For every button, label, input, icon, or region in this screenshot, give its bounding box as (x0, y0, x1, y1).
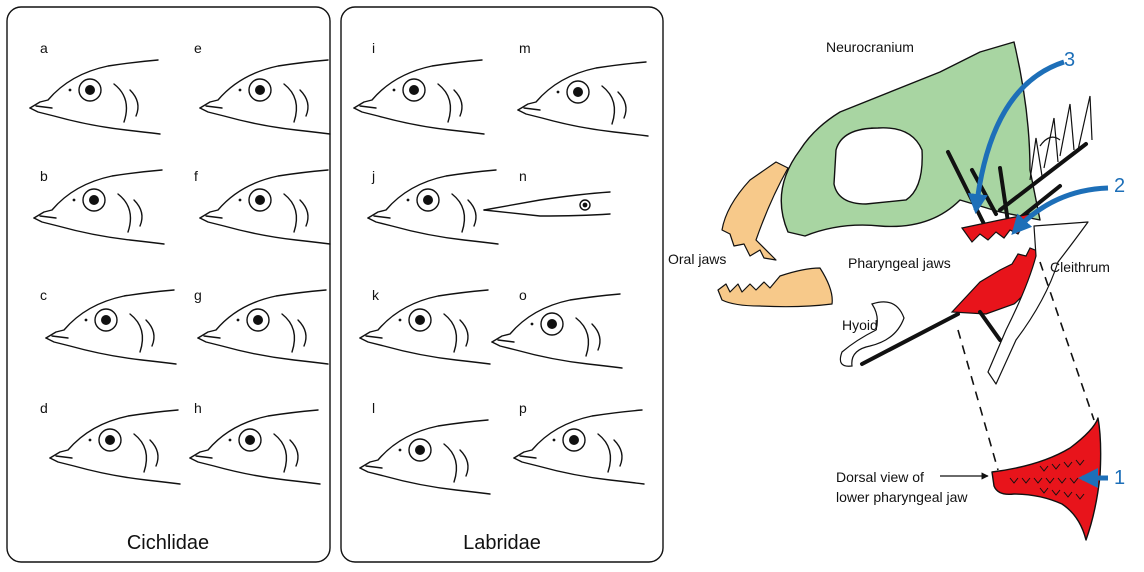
orbit-window (834, 128, 922, 204)
label-dorsal-view-2: lower pharyngeal jaw (836, 489, 968, 505)
gill-rakers (1030, 96, 1092, 180)
cell-label-n: n (519, 168, 527, 184)
label-oral-jaws: Oral jaws (668, 251, 726, 267)
cell-label-a: a (40, 40, 48, 56)
cell-label-l: l (372, 400, 375, 416)
label-dorsal-view-1: Dorsal view of (836, 469, 924, 485)
labridae-panel: i m j n k o l p Labridae (341, 7, 663, 562)
marker-1: 1 (1114, 467, 1125, 489)
panel-title-labridae: Labridae (463, 532, 541, 554)
marker-3: 3 (1064, 49, 1075, 71)
cell-label-b: b (40, 168, 48, 184)
label-cleithrum: Cleithrum (1050, 259, 1110, 275)
anatomy-diagram: Neurocranium Oral jaws Pharyngeal jaws C… (668, 39, 1125, 540)
cell-label-h: h (194, 400, 202, 416)
upper-oral-jaw (722, 162, 788, 260)
label-pharyngeal-jaws: Pharyngeal jaws (848, 255, 951, 271)
cell-label-e: e (194, 40, 202, 56)
cell-label-p: p (519, 400, 527, 416)
cell-label-k: k (372, 287, 380, 303)
cell-label-f: f (194, 168, 198, 184)
cell-label-d: d (40, 400, 48, 416)
jaw-to-cleithrum-line (980, 312, 1000, 340)
marker-2: 2 (1114, 175, 1125, 197)
cell-label-m: m (519, 40, 531, 56)
cell-label-j: j (371, 168, 375, 184)
panel-title-cichlidae: Cichlidae (127, 532, 209, 554)
cell-label-g: g (194, 287, 202, 303)
label-neurocranium: Neurocranium (826, 39, 914, 55)
cell-label-i: i (372, 40, 375, 56)
label-hyoid: Hyoid (842, 317, 878, 333)
cell-label-c: c (40, 287, 47, 303)
cichlidae-panel: a e b f c g d h Cichlidae (7, 7, 330, 562)
lower-oral-jaw (718, 268, 832, 307)
cell-label-o: o (519, 287, 527, 303)
